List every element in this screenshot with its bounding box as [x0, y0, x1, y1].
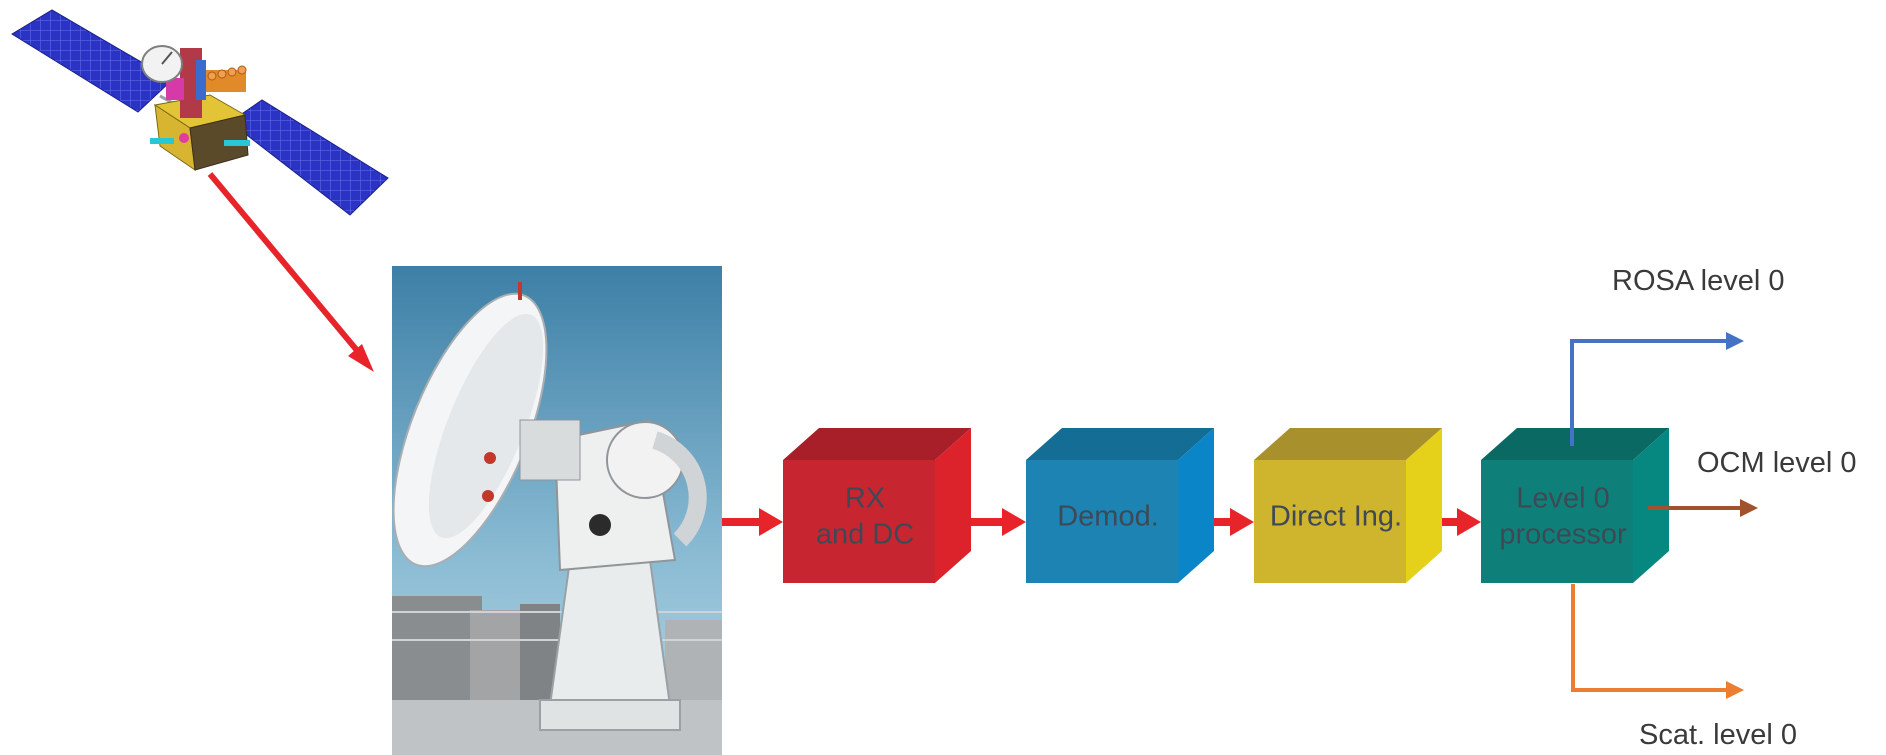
flow-arrow-0	[722, 508, 783, 536]
block-l0-front	[1481, 460, 1633, 583]
block-rx: RX and DC	[783, 428, 971, 583]
block-l0-side	[1633, 428, 1669, 583]
ground-station-antenna-photo	[392, 266, 722, 755]
block-demod-top	[1026, 428, 1214, 460]
processing-blocks: RX and DC Demod. Direct Ing. Level 0 processo…	[783, 428, 1669, 583]
block-demod: Demod.	[1026, 428, 1214, 583]
block-l0-label-line-0: Level 0	[1516, 483, 1610, 515]
block-ingest-top	[1254, 428, 1442, 460]
block-ingest-front	[1254, 460, 1406, 583]
block-rx-label-line-1: and DC	[816, 519, 914, 551]
block-rx-front	[783, 460, 935, 583]
downlink-arrow	[207, 172, 374, 372]
output-rosa-branch	[1570, 332, 1744, 446]
block-ingest-side	[1406, 428, 1442, 583]
block-demod-label-line-0: Demod.	[1057, 501, 1159, 533]
block-l0: Level 0 processor	[1481, 428, 1669, 583]
block-l0-top	[1481, 428, 1669, 460]
block-demod-side	[1178, 428, 1214, 583]
output-ocm-branch	[1648, 499, 1758, 517]
flow-arrow-1	[968, 508, 1026, 536]
block-rx-top	[783, 428, 971, 460]
output-label-scat: Scat. level 0	[1639, 719, 1797, 751]
block-demod-front	[1026, 460, 1178, 583]
block-ingest: Direct Ing.	[1254, 428, 1442, 583]
output-label-rosa: ROSA level 0	[1612, 265, 1784, 297]
block-ingest-label-line-0: Direct Ing.	[1270, 501, 1402, 533]
block-rx-side	[935, 428, 971, 583]
satellite-icon	[11, 9, 389, 216]
block-rx-label-line-0: RX	[845, 483, 885, 515]
output-scat-branch	[1571, 584, 1744, 699]
output-label-ocm: OCM level 0	[1697, 447, 1857, 479]
block-l0-label-line-1: processor	[1499, 519, 1627, 551]
